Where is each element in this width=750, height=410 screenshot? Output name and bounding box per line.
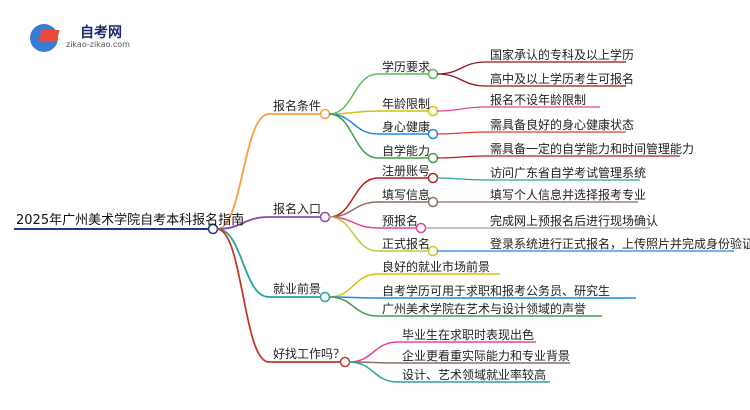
graduation-cap-icon xyxy=(38,30,60,42)
child-link-3-0 xyxy=(348,341,399,363)
leaf-link-0-0-0 xyxy=(436,61,487,75)
branch-node-0: 报名条件 xyxy=(273,99,322,113)
branch-node-1: 报名入口 xyxy=(273,202,322,216)
child-link-0-3 xyxy=(328,113,379,159)
child-link-1-3 xyxy=(328,216,379,252)
child-node-1-2: 预报名 xyxy=(382,214,419,228)
child-node-2-0: 良好的就业市场前景 xyxy=(382,260,491,274)
leaf-link-0-1-0 xyxy=(436,106,487,112)
leaf-link-0-2-0 xyxy=(436,131,487,135)
child-link-2-2 xyxy=(328,296,379,317)
branch-link-1 xyxy=(216,216,270,230)
child-node-0-3: 自学能力 xyxy=(382,144,431,158)
leaf-node-0-0-0: 国家承认的专科及以上学历 xyxy=(490,48,635,62)
child-node-3-1: 企业更看重实际能力和专业背景 xyxy=(402,349,571,363)
leaf-node-0-2-0: 需具备良好的身心健康状态 xyxy=(490,118,635,132)
child-link-1-1 xyxy=(328,201,379,218)
child-link-0-2 xyxy=(328,113,379,135)
branch-link-0 xyxy=(216,113,270,230)
child-node-0-0: 学历要求 xyxy=(382,60,431,74)
branch-link-3 xyxy=(216,228,270,363)
branch-knob-2[interactable] xyxy=(319,291,331,303)
logo-title: 自考网 xyxy=(80,25,122,41)
branch-link-2 xyxy=(216,228,270,298)
leaf-link-0-3-0 xyxy=(436,155,487,159)
leaf-node-0-0-1: 高中及以上学历考生可报名 xyxy=(490,72,635,86)
leaf-link-0-0-1 xyxy=(436,73,487,87)
leaf-node-0-3-0: 需具备一定的自学能力和时间管理能力 xyxy=(490,142,695,156)
child-node-2-2: 广州美术学院在艺术与设计领域的声誉 xyxy=(382,302,587,316)
child-node-3-2: 设计、艺术领域就业率较高 xyxy=(402,368,547,382)
child-node-0-2: 身心健康 xyxy=(382,120,431,134)
leaf-node-1-1-0: 填写个人信息并选择报考专业 xyxy=(490,188,647,202)
child-link-0-0 xyxy=(328,73,379,115)
logo-url: zikao-zikao.com xyxy=(66,40,130,49)
branch-node-2: 就业前景 xyxy=(273,282,322,296)
child-node-2-1: 自考学历可用于求职和报考公务员、研究生 xyxy=(382,284,611,298)
root-node: 2025年广州美术学院自考本科报名指南 xyxy=(16,213,245,228)
leaf-link-1-0-0 xyxy=(436,177,487,181)
child-node-1-3: 正式报名 xyxy=(382,237,431,251)
child-node-0-1: 年龄限制 xyxy=(382,97,431,111)
branch-knob-1[interactable] xyxy=(319,211,331,223)
child-link-1-0 xyxy=(328,177,379,218)
child-node-1-0: 注册账号 xyxy=(382,164,431,178)
leaf-node-1-2-0: 完成网上预报名后进行现场确认 xyxy=(490,214,659,228)
leaf-node-1-0-0: 访问广东省自学考试管理系统 xyxy=(490,166,647,180)
branch-node-3: 好找工作吗？ xyxy=(273,347,346,361)
leaf-node-1-3-0: 登录系统进行正式报名，上传照片并完成身份验证 xyxy=(490,237,750,251)
branch-knob-0[interactable] xyxy=(319,108,331,120)
child-link-3-2 xyxy=(348,361,399,383)
child-link-2-0 xyxy=(328,273,379,298)
child-node-1-1: 填写信息 xyxy=(382,188,431,202)
leaf-node-0-1-0: 报名不设年龄限制 xyxy=(490,93,587,107)
child-node-3-0: 毕业生在求职时表现出色 xyxy=(402,328,535,342)
site-logo[interactable]: 自考网 zikao-zikao.com xyxy=(14,20,144,56)
